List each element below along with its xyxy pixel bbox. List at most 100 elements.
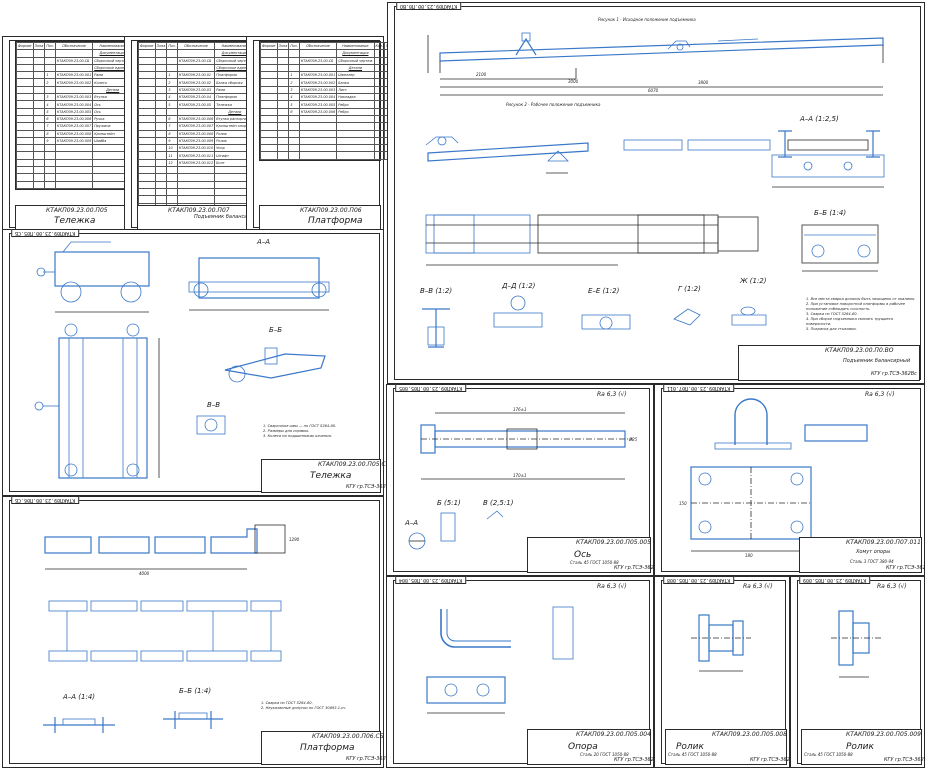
- sheet-roller-2: КТАКП09.23.00.П05.009 Ra 6,3 (√) КТАКП09…: [790, 576, 925, 768]
- view-label: Е–Е (1:2): [588, 287, 620, 295]
- tech-notes: 1. Сварочные швы — по ГОСТ 5264-80.2. Ра…: [263, 424, 337, 438]
- spec-col-format: Формат: [260, 41, 278, 51]
- group-code: КГУ гр.ТСЭ-362Вс: [346, 756, 392, 762]
- spec-designation: КТАКП09.23.00.002: [54, 78, 94, 87]
- spec-col-format: Формат: [16, 41, 34, 51]
- drawing-code: КТАКП09.23.00.П05.СБ: [318, 461, 390, 468]
- sheet-bracket: КТАКП09.23.00.П07.011 Ra 6,3 (√) 180 150…: [654, 384, 925, 576]
- spec-designation: КТАКП09.23.00.006: [54, 114, 94, 124]
- drawing-code: КТАКП09.23.00.П07.011: [846, 539, 921, 546]
- title-block: КТАКП09.23.00.П06 Платформа: [259, 205, 381, 230]
- spec-designation: КТАКП09.23.00.05: [176, 100, 216, 109]
- title-block: КТАКП09.23.00.П05.СБ Тележка КГУ гр.ТСЭ-…: [261, 459, 392, 493]
- sheet-main-assembly: КТАКП09.23.00.П0.ВО Рисунок 1 - Исходное…: [387, 2, 925, 384]
- spec-pos: 7: [44, 122, 56, 131]
- spec-pos: 6: [44, 114, 56, 124]
- spec-col-pos: Поз.: [288, 41, 300, 51]
- spec-sheet-lift: ФорматЗонаПоз.ОбозначениеНаименованиеКол…: [124, 36, 293, 232]
- figure-caption-1: Рисунок 1 - Исходное положение подъемник…: [598, 17, 696, 22]
- spec-designation: КТАКП09.23.00.03: [176, 85, 216, 95]
- spec-designation: КТАКП09.23.00.СБ: [176, 56, 216, 65]
- spec-col-pos: Поз.: [44, 41, 56, 51]
- spec-qty: [373, 107, 386, 116]
- spec-qty: [373, 85, 386, 95]
- sheet-roller-1: КТАКП09.23.00.П05.008 Ra 6,3 (√) КТАКП09…: [654, 576, 796, 768]
- roughness-mark: Ra 6,3 (√): [877, 583, 907, 590]
- spec-designation: КТАКП09.23.00.002: [298, 78, 338, 87]
- spec-name: Швеллер: [336, 71, 375, 80]
- drawing-code: КТАКП09.23.00.П05.008: [712, 731, 787, 738]
- spec-pos: 3: [288, 85, 300, 95]
- spec-pos: 4: [44, 100, 56, 109]
- dim-label: 4000: [139, 571, 150, 576]
- drawing-title: Ролик: [676, 742, 704, 752]
- spec-pos: 1: [288, 71, 300, 80]
- drawing-code: КТАКП09.23.00.П05.009: [846, 731, 921, 738]
- spec-pos: 12: [166, 158, 178, 168]
- spec-designation: КТАКП09.23.00.001: [298, 71, 338, 80]
- spec-name: Накладка: [336, 93, 375, 102]
- spec-designation: КТАКП09.23.00.001: [54, 71, 94, 80]
- spec-col-zone: Зона: [154, 41, 168, 51]
- spec-pos: 9: [166, 136, 178, 146]
- dim-label: 3000: [568, 79, 579, 84]
- title-block: КТАКП09.23.00.П07 Подъемник балансирный: [137, 205, 261, 230]
- view-label: А–А (1:2,5): [800, 115, 839, 123]
- material: Сталь 45 ГОСТ 1050-88: [668, 752, 717, 757]
- figure-caption-2: Рисунок 2 - Рабочее положение подъемника: [506, 102, 601, 107]
- spec-table: ФорматЗонаПоз.ОбозначениеНаименованиеКол…: [15, 41, 171, 190]
- dim-label: 176±1: [513, 407, 527, 412]
- roller-2-drawing: [831, 610, 881, 678]
- group-code: КГУ гр.ТСЭ-362Вс: [871, 371, 917, 377]
- spec-pos: 5: [288, 100, 300, 109]
- sheet-platform: КТАКП09.23.00.П06.СБ: [2, 496, 392, 768]
- group-code: КГУ гр.ТСЭ-362Вс: [886, 565, 925, 571]
- view-label: Б–Б (1:4): [814, 209, 847, 217]
- view-label: В (2,5:1): [483, 499, 514, 507]
- tech-notes: 1. Сварка по ГОСТ 5264-80.2. Неуказанные…: [261, 701, 346, 710]
- spec-pos: 11: [166, 151, 178, 160]
- drawing-title: Подъемник балансирный: [843, 358, 911, 364]
- spec-qty: [373, 78, 386, 87]
- sheet-cart-assembly: КТАКП09.23.00.П05.СБ: [2, 229, 392, 496]
- view-label: Г (1:2): [678, 285, 701, 293]
- dim-label: 170±1: [513, 473, 527, 478]
- group-code: КГУ гр.ТСЭ-362Вс: [750, 757, 796, 763]
- drawing-title: Тележка: [310, 471, 352, 481]
- drawing-title: Опора: [568, 742, 598, 752]
- view-label: А–А: [257, 238, 271, 246]
- sheet-axle: КТАКП09.23.00.П05.005 Ra 6,3 (√) 176±1 1…: [386, 384, 660, 576]
- spec-pos: 8: [166, 129, 178, 138]
- spec-designation: КТАКП09.23.00.003: [298, 85, 338, 95]
- view-label: В–В: [207, 401, 221, 409]
- title-block: КТАКП09.23.00.П06.СБ Платформа КГУ гр.ТС…: [261, 731, 392, 765]
- spec-pos: 3: [166, 85, 178, 95]
- spec-pos: 4: [166, 93, 178, 102]
- spec-designation: КТАКП09.23.00.009: [54, 136, 94, 146]
- material: Сталь 3 ГОСТ 380-94: [850, 559, 894, 564]
- sheet-support: КТАКП09.23.00.П05.004 Ra 6,3 (√) КТАКП09…: [386, 576, 660, 768]
- spec-col-zone: Зона: [32, 41, 46, 51]
- tech-notes: 1. Все места сварки должны быть зачищены…: [806, 297, 916, 331]
- spec-designation: КТАКП09.23.00.008: [176, 129, 216, 138]
- group-code: КГУ гр.ТСЭ-362Вс: [614, 757, 660, 763]
- spec-qty: [373, 71, 386, 80]
- drawing-title: Подъемник балансирный: [194, 214, 262, 220]
- spec-designation: КТАКП09.23.00.011: [176, 151, 216, 160]
- dim-label: 180: [745, 553, 753, 558]
- material: Сталь 45 ГОСТ 1050-88: [570, 560, 619, 565]
- title-block: КТАКП09.23.00.П05.008 Ролик Сталь 45 ГОС…: [665, 729, 796, 765]
- spec-col-format: Формат: [138, 41, 156, 51]
- axle-drawing: 176±1 170±1 Ø25: [408, 407, 638, 550]
- spec-pos: 6: [166, 114, 178, 124]
- spec-section-title: Документация: [336, 49, 375, 58]
- spec-pos: 5: [166, 100, 178, 109]
- spec-sheet-cart: ФорматЗонаПоз.ОбозначениеНаименованиеКол…: [2, 36, 171, 232]
- view-label: Б (5:1): [437, 499, 461, 507]
- spec-designation: КТАКП09.23.00.007: [176, 122, 216, 131]
- spec-col-qty: Кол.: [373, 41, 386, 51]
- spec-pos: 5: [44, 107, 56, 116]
